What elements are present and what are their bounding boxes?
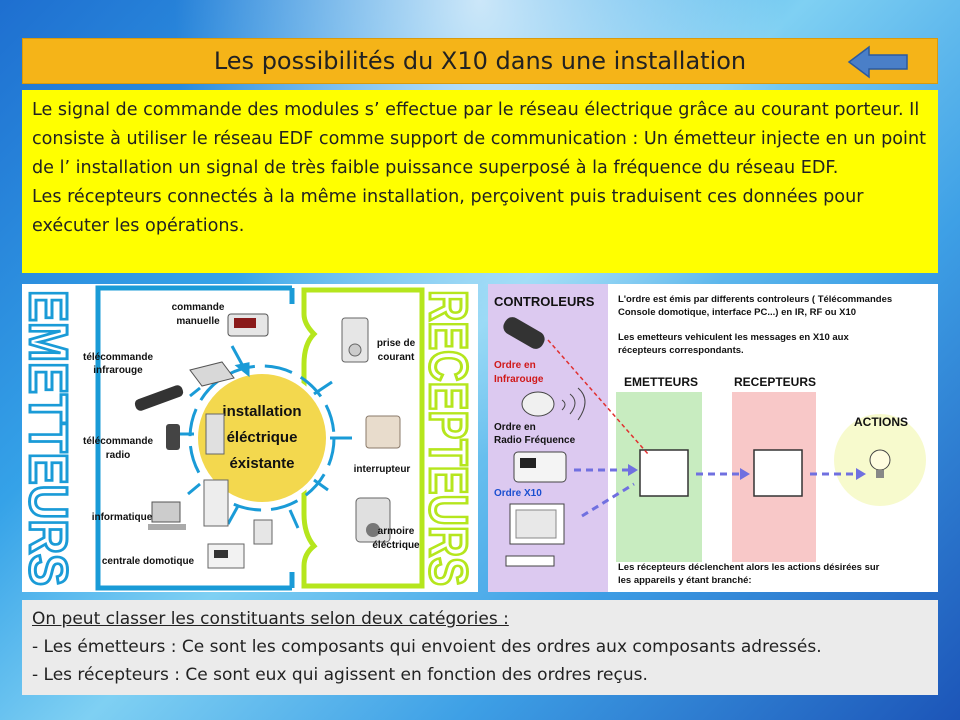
label-infrared-line2: infrarouge [93,365,143,376]
center-label-line1: installation [222,403,301,420]
description-line1: L'ordre est émis par differents controle… [618,294,892,305]
order-x10-label: Ordre X10 [494,488,542,499]
rf-remote-icon [521,387,586,421]
tower-device-icon [203,479,229,527]
label-manual-line2: manuelle [176,316,220,327]
intro-paragraph-2: Les récepteurs connectés à la même insta… [32,187,864,236]
center-label-line3: éxistante [229,455,294,472]
ir-remote-icon [503,317,545,349]
label-switch: interrupteur [354,464,411,475]
pc-icon [505,503,565,567]
footer-line2: les appareils y étant branché: [618,575,752,586]
categories-emitters: - Les émetteurs : Ce sont les composants… [32,637,822,657]
light-bulb-icon [869,449,891,478]
socket-module-icon [341,317,369,363]
order-ir-line2: Infrarouge [494,374,544,385]
label-radio-line1: télécommande [83,436,153,447]
label-infrared-line1: télécommande [83,352,153,363]
receivers-vertical-label: RECEPTEURS [418,290,478,586]
label-radio-line2: radio [106,450,130,461]
categories-box: On peut classer les constituants selon d… [22,600,938,695]
radio-remote-icon [166,424,180,450]
label-cabinet-line1: armoire [378,526,415,537]
label-computer: informatique [92,512,153,523]
emitters-receivers-diagram: EMETTEURS RECEPTEURS installation éléctr… [22,284,478,592]
switch-module-icon [365,415,401,449]
emitter-box [639,449,689,497]
wall-module-icon [205,413,225,455]
keypad-device-icon [227,313,269,337]
back-arrow-icon[interactable] [847,45,911,79]
intro-box: Le signal de commande des modules s’ eff… [22,90,938,273]
description-line4: récepteurs correspondants. [618,345,744,356]
description-line2: Console domotique, interface PC...) en I… [618,307,856,318]
label-central: centrale domotique [102,556,195,567]
controllers-heading: CONTROLEURS [494,294,595,309]
footer-line1: Les récepteurs déclenchent alors les act… [618,562,880,573]
x10-flow-diagram: CONTROLEURS L'ordre est émis par differe… [488,284,938,592]
label-socket-line2: courant [378,352,415,363]
emitters-heading: EMETTEURS [624,375,698,389]
intro-paragraph-1: Le signal de commande des modules s’ eff… [32,100,926,178]
label-socket-line1: prise de [377,338,416,349]
receivers-heading: RECEPTEURS [734,375,816,389]
remote-control-icon [134,385,184,411]
central-unit-icon [207,543,245,569]
label-cabinet-line2: éléctrique [372,540,420,551]
console-icon [513,451,567,483]
emitters-vertical-label: EMETTEURS [22,290,78,586]
cabinet-module-icon [355,497,391,543]
categories-heading: On peut classer les constituants selon d… [32,609,509,629]
computer-icon [148,501,186,530]
description-line3: Les emetteurs vehiculent les messages en… [618,332,849,343]
ir-receiver-device-icon [189,361,235,387]
slide-title: Les possibilités du X10 dans une install… [213,47,747,75]
receiver-box [753,449,803,497]
plug-module-icon [253,519,273,545]
categories-receivers: - Les récepteurs : Ce sont eux qui agiss… [32,665,648,685]
label-manual-line1: commande [172,302,225,313]
order-rf-line1: Ordre en [494,422,536,433]
actions-heading: ACTIONS [854,415,908,429]
order-rf-line2: Radio Fréquence [494,435,576,446]
center-label-line2: éléctrique [227,429,298,446]
order-ir-line1: Ordre en [494,360,536,371]
title-bar: Les possibilités du X10 dans une install… [22,38,938,84]
